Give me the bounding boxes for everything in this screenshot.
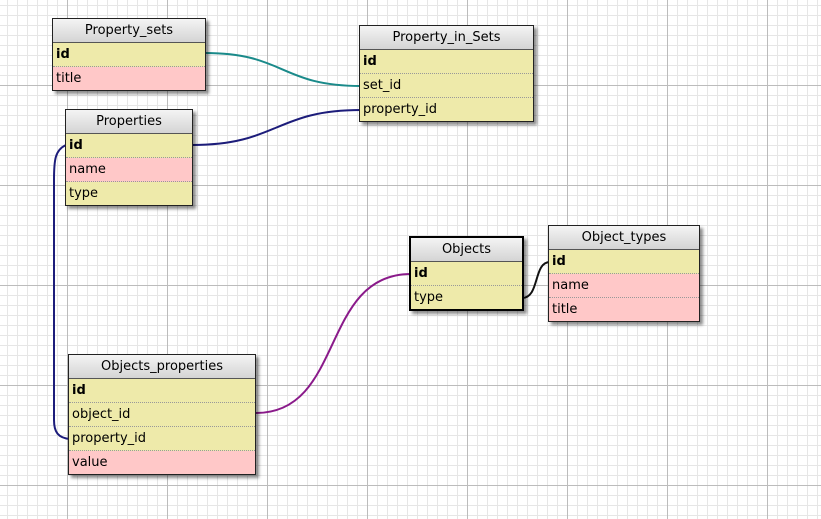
column-type[interactable]: type (66, 182, 192, 205)
column-id[interactable]: id (53, 43, 205, 67)
table-object-types[interactable]: Object_types id name title (548, 225, 700, 322)
column-id[interactable]: id (549, 250, 699, 274)
table-title[interactable]: Property_sets (53, 19, 205, 43)
column-title[interactable]: title (549, 298, 699, 321)
column-set-id[interactable]: set_id (360, 74, 533, 98)
column-id[interactable]: id (360, 50, 533, 74)
table-title[interactable]: Objects (411, 238, 522, 262)
table-property-in-sets[interactable]: Property_in_Sets id set_id property_id (359, 25, 534, 122)
table-title[interactable]: Properties (66, 110, 192, 134)
column-name[interactable]: name (549, 274, 699, 298)
column-type[interactable]: type (411, 286, 522, 309)
column-property-id[interactable]: property_id (360, 98, 533, 121)
column-value[interactable]: value (69, 451, 255, 474)
table-properties[interactable]: Properties id name type (65, 109, 193, 206)
table-title[interactable]: Object_types (549, 226, 699, 250)
table-title[interactable]: Property_in_Sets (360, 26, 533, 50)
table-objects[interactable]: Objects id type (409, 236, 524, 311)
table-property-sets[interactable]: Property_sets id title (52, 18, 206, 91)
column-property-id[interactable]: property_id (69, 427, 255, 451)
column-id[interactable]: id (411, 262, 522, 286)
column-title[interactable]: title (53, 67, 205, 90)
table-title[interactable]: Objects_properties (69, 355, 255, 379)
column-object-id[interactable]: object_id (69, 403, 255, 427)
relation-line-object-id[interactable] (255, 273, 412, 414)
column-id[interactable]: id (66, 134, 192, 158)
column-id[interactable]: id (69, 379, 255, 403)
relation-line-object-type[interactable] (521, 261, 551, 299)
table-objects-properties[interactable]: Objects_properties id object_id property… (68, 354, 256, 475)
relation-line-set-id[interactable] (204, 52, 362, 87)
column-name[interactable]: name (66, 158, 192, 182)
relation-line-property-id[interactable] (191, 109, 362, 146)
